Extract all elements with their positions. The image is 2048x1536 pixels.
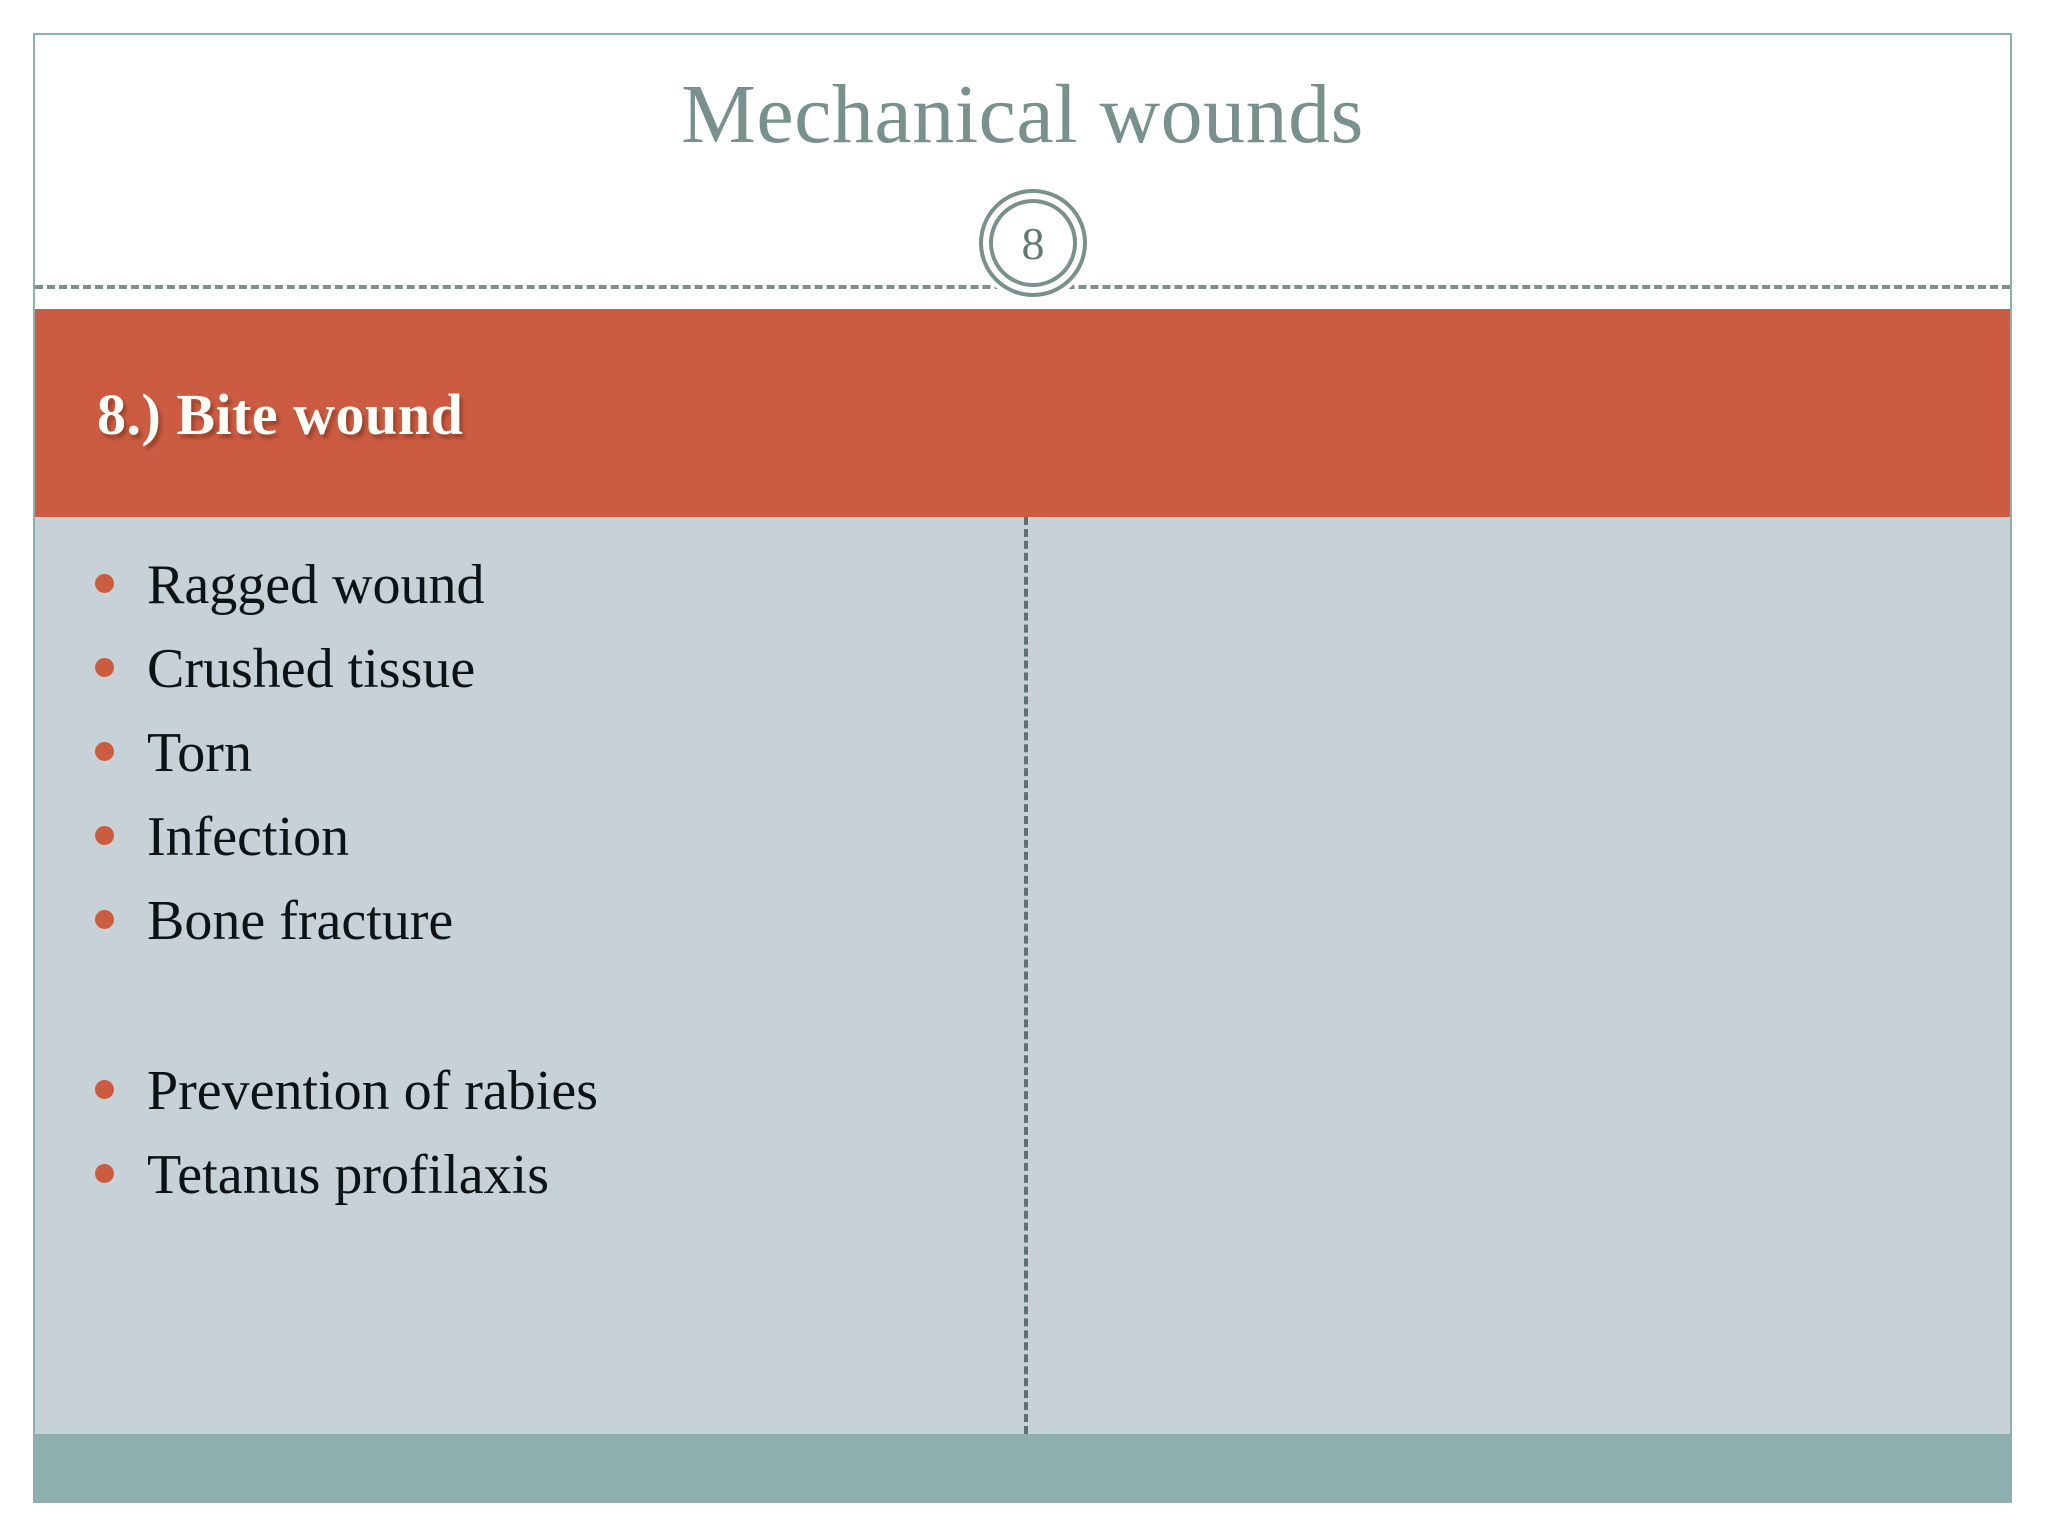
- bullet-dot-icon: [95, 742, 114, 761]
- list-item: Bone fracture: [95, 879, 975, 963]
- bullet-dot-icon: [95, 574, 114, 593]
- slide-body-panel: Ragged wound Crushed tissue Torn Infecti…: [35, 517, 2010, 1434]
- page-title: Mechanical wounds: [681, 68, 1364, 161]
- list-item-label: Crushed tissue: [147, 638, 476, 700]
- list-item: Crushed tissue: [95, 627, 975, 711]
- presentation-slide: Mechanical wounds 8 8.) Bite wound Ragge…: [33, 33, 2012, 1503]
- list-item-label: Bone fracture: [147, 890, 454, 952]
- list-item: Torn: [95, 711, 975, 795]
- bullet-dot-icon: [95, 910, 114, 929]
- bullet-dot-icon: [95, 1080, 114, 1099]
- bullet-dot-icon: [95, 658, 114, 677]
- list-item: Ragged wound: [95, 543, 975, 627]
- column-divider-dashed-line: [1024, 517, 1028, 1434]
- list-item-label: Ragged wound: [147, 554, 485, 616]
- page-number-badge: 8: [975, 185, 1091, 301]
- list-item: Tetanus profilaxis: [95, 1133, 975, 1217]
- list-item: Infection: [95, 795, 975, 879]
- section-heading-label: 8.) Bite wound: [97, 382, 464, 447]
- list-item: Prevention of rabies: [95, 1049, 975, 1133]
- bullet-dot-icon: [95, 826, 114, 845]
- bullet-dot-icon: [95, 1164, 114, 1183]
- bullet-list-left-column: Ragged wound Crushed tissue Torn Infecti…: [95, 543, 975, 1217]
- list-item-label: Prevention of rabies: [147, 1060, 598, 1122]
- list-item-label: Tetanus profilaxis: [147, 1144, 549, 1206]
- page-number-label: 8: [1021, 217, 1045, 269]
- slide-title-area: Mechanical wounds: [35, 35, 2010, 287]
- badge-outer-ring-icon: [979, 189, 1087, 297]
- slide-footer-band: [35, 1434, 2010, 1501]
- section-heading-band: 8.) Bite wound: [35, 309, 2010, 517]
- badge-inner-ring-icon: [989, 199, 1077, 287]
- list-item-label: Infection: [147, 806, 350, 868]
- list-item-label: Torn: [147, 722, 252, 784]
